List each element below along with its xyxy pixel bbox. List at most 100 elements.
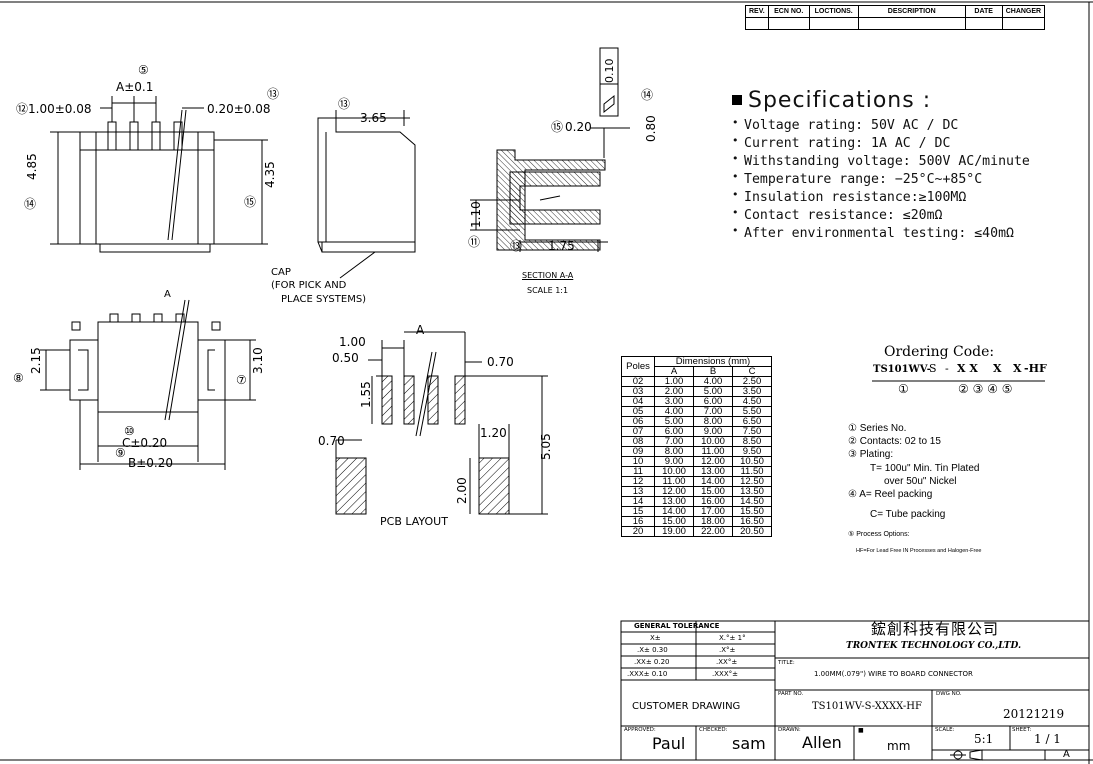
dimension-cell: 8.00 — [693, 416, 733, 427]
revision-table: REV. ECN NO. LOCTIONS. DESCRIPTION DATE … — [745, 5, 1046, 30]
poles-cell: 03 — [621, 386, 655, 397]
dim-020: 0.20 — [565, 120, 592, 134]
dwg-no-value: 20121219 — [1003, 707, 1065, 721]
dimension-cell: 16.50 — [732, 516, 772, 527]
pcb-dim-120: 1.20 — [480, 426, 507, 440]
cut-line-a: A — [164, 289, 171, 300]
col-a-header: A — [654, 366, 694, 377]
dimension-cell: 5.50 — [732, 406, 772, 417]
poles-cell: 13 — [621, 486, 655, 497]
dimension-cell: 7.00 — [654, 436, 694, 447]
callout-14: ⑭ — [24, 197, 37, 211]
dimension-cell: 4.00 — [654, 406, 694, 417]
scale-label: SCALE 1:1 — [527, 286, 569, 295]
option-process: ⑤ Process Options: — [848, 531, 910, 538]
approved-label: APPROVED: — [624, 727, 656, 733]
dimension-cell: 7.00 — [693, 406, 733, 417]
dimension-cell: 13.50 — [732, 486, 772, 497]
dimension-cell: 8.50 — [732, 436, 772, 447]
dimension-cell: 16.00 — [693, 496, 733, 507]
approved-value: Paul — [652, 734, 686, 753]
dim-b: B±0.20 — [128, 456, 174, 470]
dimension-cell: 22.00 — [693, 526, 733, 537]
tol-row-2-right: .X°± — [719, 646, 736, 654]
sheet-label: SHEET: — [1012, 727, 1032, 733]
option-contacts: ② Contacts: 02 to 15 — [848, 436, 941, 447]
dim-080: 0.80 — [644, 115, 658, 142]
option-hf: HF=For Lead Free IN Processes and Haloge… — [856, 548, 982, 554]
poles-cell: 04 — [621, 396, 655, 407]
pitch-dimension: ⑫1.00±0.08 — [16, 102, 92, 116]
dimension-cell: 15.00 — [693, 486, 733, 497]
tol-row-4-right: .XXX°± — [712, 670, 738, 678]
part-no-label: PART NO. — [778, 691, 804, 697]
poles-cell: 11 — [621, 466, 655, 477]
callout-10: ⑩ — [124, 424, 135, 438]
depth-365: 3.65 — [360, 111, 387, 125]
dimension-cell: 2.00 — [654, 386, 694, 397]
rev-header: REV. — [745, 5, 769, 18]
cap-label-2: (FOR PICK AND — [271, 280, 347, 291]
callout-8: ⑧ — [13, 371, 24, 385]
dim-175: 1.75 — [548, 239, 575, 253]
callout-3: ⑬ — [267, 87, 280, 101]
date-header: DATE — [964, 5, 1003, 18]
option-series: ① Series No. — [848, 423, 907, 434]
dimensions-group-header: Dimensions (mm) — [654, 356, 772, 367]
flatness-value: 0.10 — [603, 58, 616, 84]
specifications-title: Specifications : — [732, 88, 1030, 113]
dimension-cell: 18.00 — [693, 516, 733, 527]
poles-cell: 08 — [621, 436, 655, 447]
section-view — [470, 47, 630, 252]
pcb-dim-155: 1.55 — [359, 381, 373, 408]
spec-temperature: Temperature range: −25°C~+85°C — [732, 169, 1030, 187]
dimension-cell: 12.00 — [654, 486, 694, 497]
pcb-layout — [335, 331, 548, 515]
cap-label-3: PLACE SYSTEMS) — [281, 294, 367, 305]
tol-row-4-left: .XXX± 0.10 — [627, 670, 668, 678]
title-block-frame — [620, 620, 1090, 761]
dimension-cell: 7.50 — [732, 426, 772, 437]
tol-row-3-left: .XX± 0.20 — [634, 658, 670, 666]
ordering-hf: -HF — [1024, 362, 1047, 375]
pcb-dim-200: 2.00 — [455, 477, 469, 504]
dimension-cell: 4.50 — [732, 396, 772, 407]
dimension-cell: 6.50 — [732, 416, 772, 427]
poles-cell: 05 — [621, 406, 655, 417]
pcb-dim-100: 1.00 — [339, 335, 366, 349]
pcb-dim-050: 0.50 — [332, 351, 359, 365]
dimension-cell: 9.00 — [693, 426, 733, 437]
pcb-layout-label: PCB LAYOUT — [380, 515, 448, 528]
section-callout-15: ⑮ — [551, 120, 564, 134]
dimension-cell: 15.00 — [654, 516, 694, 527]
cap-label-1: CAP — [271, 267, 291, 278]
dimension-cell: 13.00 — [693, 466, 733, 477]
section-callout-13: ⑬ — [510, 239, 523, 253]
dimension-cell: 6.00 — [693, 396, 733, 407]
dimension-cell: 5.00 — [693, 386, 733, 397]
dimension-cell: 13.00 — [654, 496, 694, 507]
changer-header: CHANGER — [1001, 5, 1046, 18]
poles-cell: 16 — [621, 516, 655, 527]
dim-c: C±0.20 — [122, 436, 168, 450]
ordering-dash: - — [945, 362, 949, 375]
title-label: TITLE: — [778, 660, 795, 666]
size-value: A — [1063, 749, 1070, 760]
col-b-header: B — [693, 366, 733, 377]
tol-row-3-right: .XX°± — [716, 658, 738, 666]
dimension-cell: 10.00 — [693, 436, 733, 447]
dimension-cell: 15.50 — [732, 506, 772, 517]
customer-drawing: CUSTOMER DRAWING — [632, 701, 741, 712]
dimension-cell: 3.00 — [654, 396, 694, 407]
